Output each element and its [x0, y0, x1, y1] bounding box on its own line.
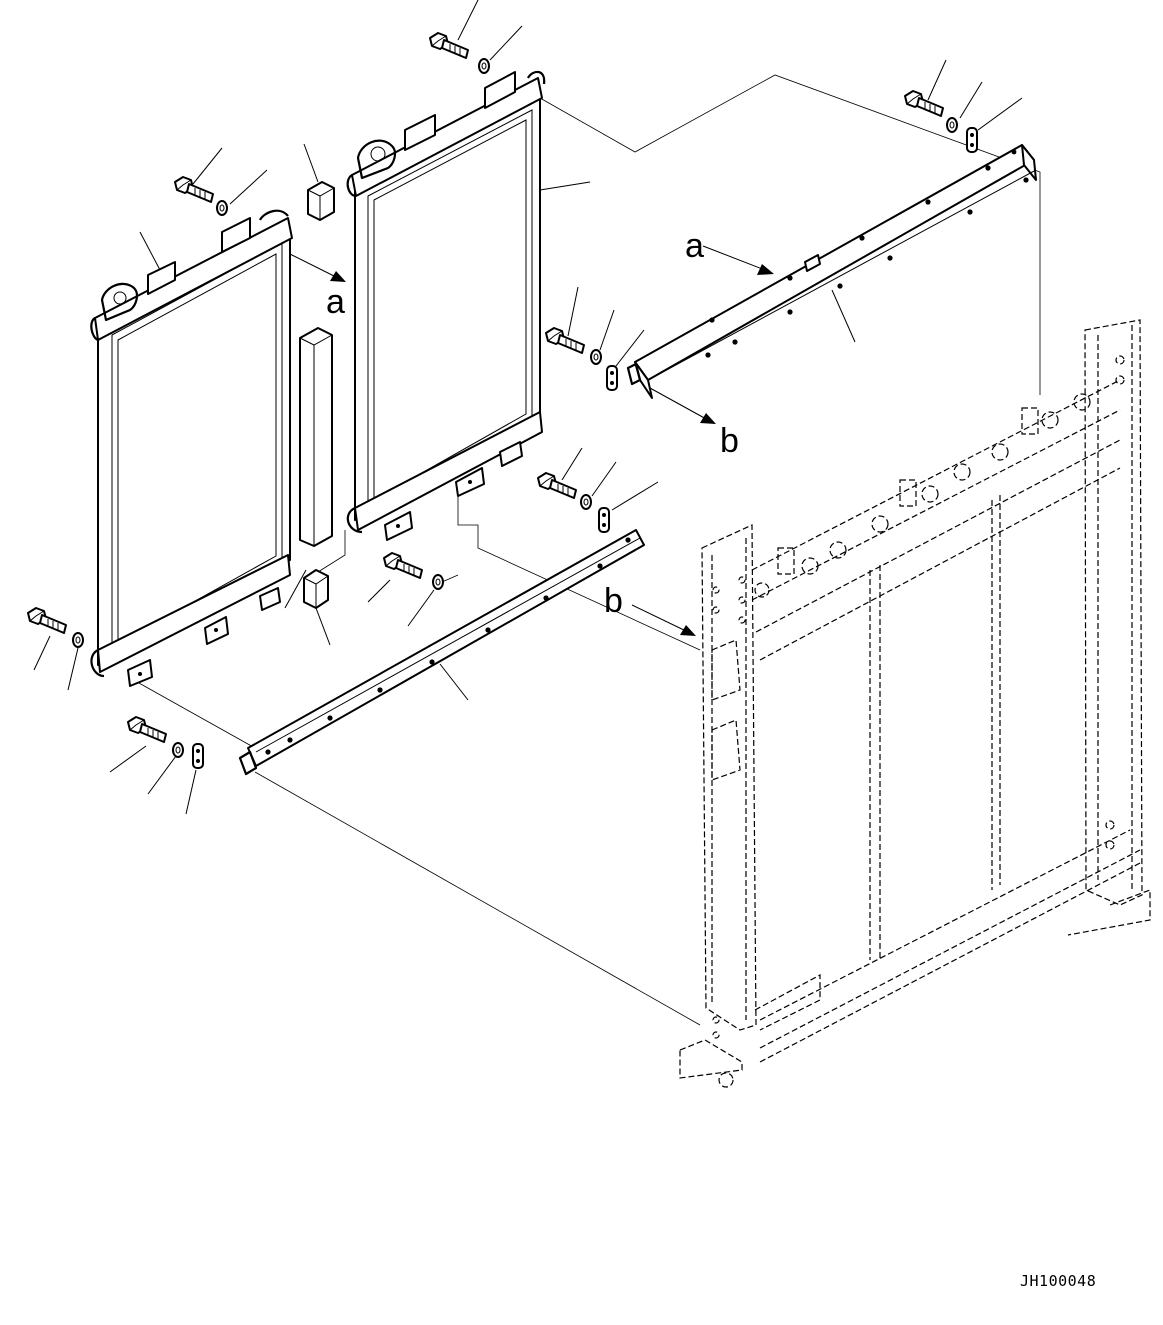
lower-rubber-block	[303, 569, 329, 609]
hardware-center-low	[383, 552, 444, 590]
seal-strip	[299, 327, 333, 547]
hardware-top-left	[174, 176, 228, 216]
hardware-top-right	[904, 90, 978, 153]
label-a-right: a	[685, 227, 704, 265]
lower-support-bar	[238, 529, 645, 776]
left-radiator-core	[90, 209, 293, 687]
drawing-code: JH100048	[1020, 1272, 1096, 1290]
center-radiator-core	[346, 70, 546, 541]
hardware-mid-center	[545, 327, 618, 391]
leader-lines	[33, 0, 1023, 815]
hardware-left-low	[27, 607, 84, 648]
hardware-mid-lower	[537, 472, 610, 533]
hardware-bottom-left	[127, 716, 204, 769]
upper-rubber-block	[307, 181, 335, 221]
label-b-right: b	[720, 422, 739, 460]
upper-support-bar	[626, 144, 1037, 399]
radiator-frame	[679, 319, 1151, 1088]
label-b-frame: b	[604, 582, 623, 620]
label-a-left: a	[326, 283, 345, 321]
view-arrows	[289, 245, 774, 636]
view-labels: a a b b	[326, 227, 739, 620]
hardware-top-center	[429, 32, 490, 74]
